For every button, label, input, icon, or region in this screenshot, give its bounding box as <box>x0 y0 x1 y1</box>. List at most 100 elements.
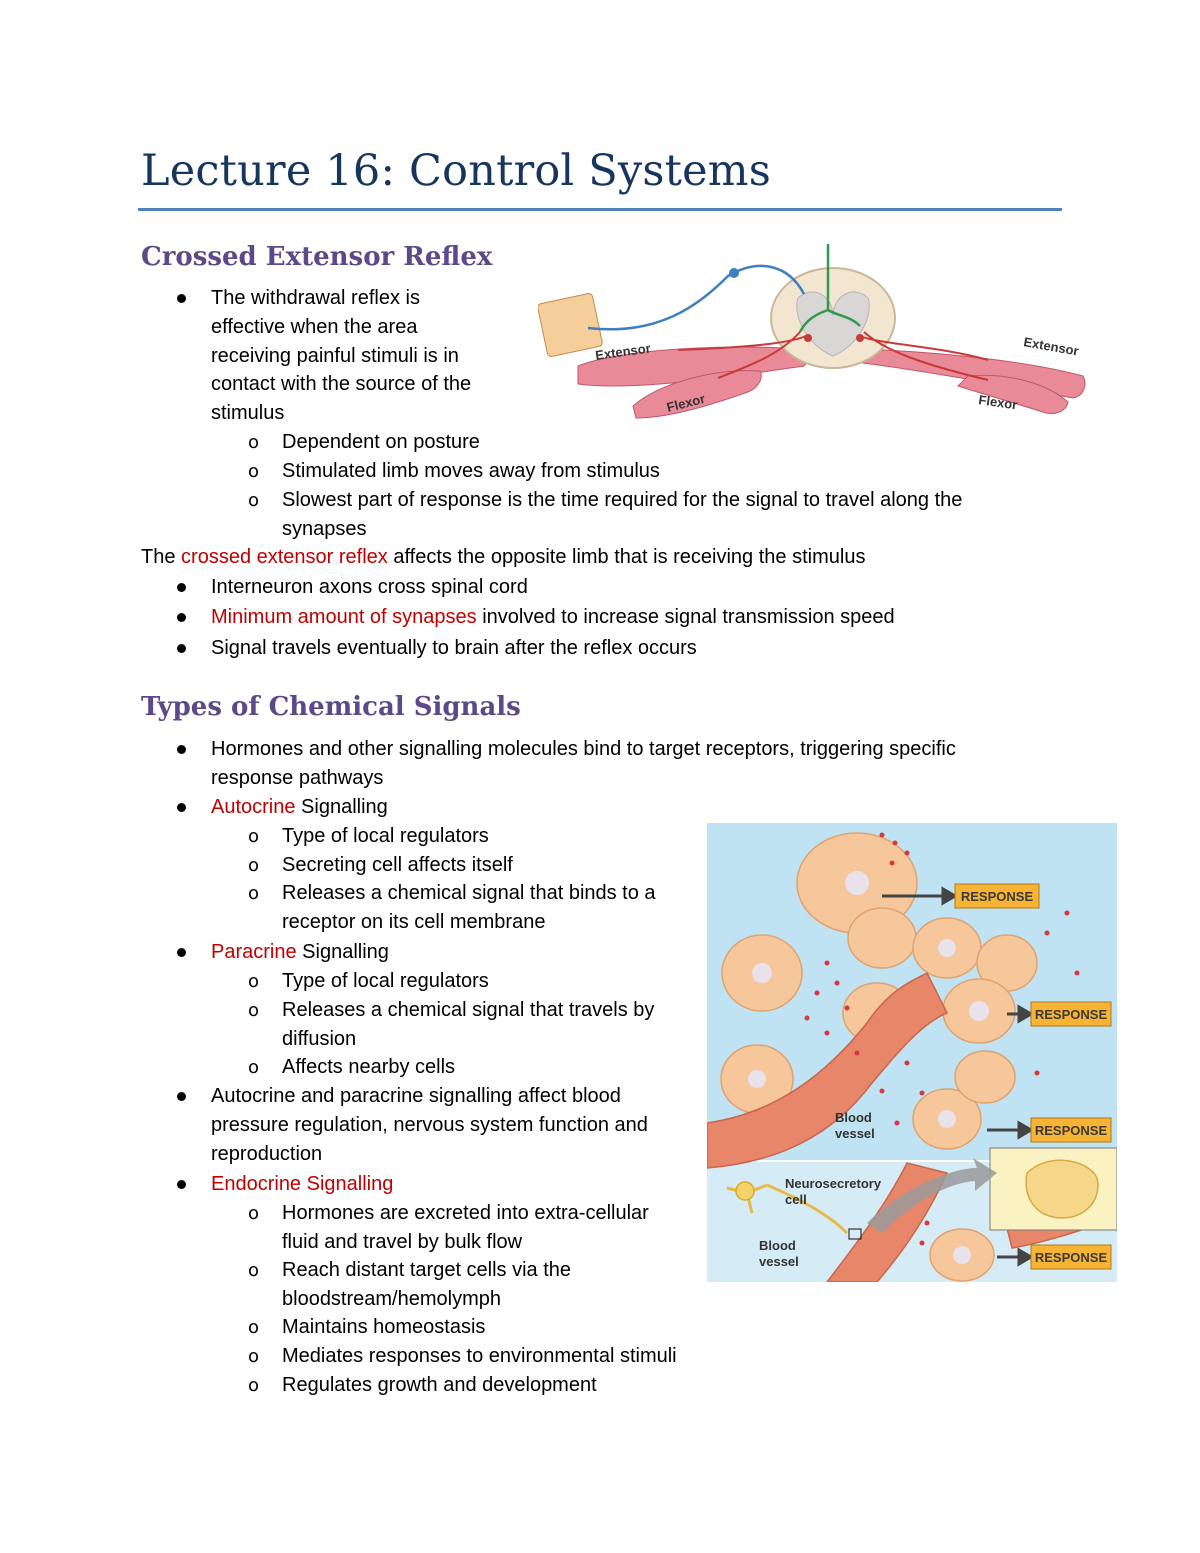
cell-nucleus-group <box>748 871 989 1264</box>
text-line: The withdrawal reflex is <box>211 287 420 309</box>
label-neurosecretory-cell: cell <box>785 1192 807 1207</box>
sub-list-item: Dependent on posture <box>282 431 480 453</box>
text-line: response pathways <box>211 766 384 789</box>
text-span: The <box>141 546 182 568</box>
neuron-body-icon <box>729 268 739 278</box>
label-blood-vessel: Blood <box>835 1110 872 1125</box>
circle-bullet-icon: o <box>248 1260 260 1281</box>
text-line: receiving painful stimuli is in <box>211 344 459 367</box>
synapse-box-icon <box>848 1228 862 1240</box>
circle-bullet-icon: o <box>248 1000 260 1021</box>
title-underline <box>138 208 1062 211</box>
bullet-icon <box>177 948 186 957</box>
circle-bullet-icon: o <box>248 1057 260 1078</box>
sub-list-item: Reach distant target cells via the blood… <box>282 1256 571 1314</box>
text-line: receptor on its cell membrane <box>282 910 546 933</box>
circle-bullet-icon: o <box>248 461 260 482</box>
sub-list-item: Slowest part of response is the time req… <box>282 486 962 544</box>
neuron-body-icon <box>735 1181 755 1201</box>
text-line: Hormones are excreted into extra-cellula… <box>282 1202 649 1224</box>
label-blood-vessel: vessel <box>759 1254 799 1269</box>
bullet-icon <box>177 613 186 622</box>
label-extensor-right: Extensor <box>1022 334 1079 358</box>
bullet-icon <box>177 745 186 754</box>
sub-list-item: Maintains homeostasis <box>282 1316 486 1338</box>
sub-list-item: Regulates growth and development <box>282 1374 597 1396</box>
section-heading-types-of-chemical-signals: Types of Chemical Signals <box>141 692 521 722</box>
text-line: diffusion <box>282 1027 357 1050</box>
text-line: reproduction <box>211 1142 323 1165</box>
highlight-term: crossed extensor reflex <box>181 546 388 568</box>
list-item: Interneuron axons cross spinal cord <box>211 576 528 598</box>
label-blood-vessel: vessel <box>835 1126 875 1141</box>
text-span: involved to increase signal transmission… <box>476 606 895 628</box>
text-line: synapses <box>282 517 367 540</box>
text-line: Releases a chemical signal that binds to… <box>282 882 656 904</box>
blood-vessel-1 <box>707 971 949 1169</box>
sub-list-item: Affects nearby cells <box>282 1056 456 1078</box>
list-item: Signal travels eventually to brain after… <box>211 637 697 659</box>
sensory-neuron <box>587 264 806 331</box>
list-item: Hormones and other signalling molecules … <box>211 735 956 793</box>
label-blood-vessel: Blood <box>759 1238 796 1253</box>
label-neurosecretory-cell: Neurosecretory <box>785 1176 882 1191</box>
circle-bullet-icon: o <box>248 432 260 453</box>
text-line: Slowest part of response is the time req… <box>282 489 963 511</box>
text-line: pressure regulation, nervous system func… <box>211 1113 648 1136</box>
paragraph: The crossed extensor reflex affects the … <box>141 543 865 572</box>
response-label: RESPONSE <box>1035 1123 1108 1138</box>
bullet-icon <box>177 644 186 653</box>
sub-list-item: Hormones are excreted into extra-cellula… <box>282 1199 649 1257</box>
flexor-muscle-left <box>632 370 762 419</box>
circle-bullet-icon: o <box>248 855 260 876</box>
text-span: Signalling <box>296 941 389 963</box>
skin-icon <box>538 293 603 357</box>
label-flexor-right: Flexor <box>978 392 1019 412</box>
list-item: Autocrine Signalling <box>211 793 388 822</box>
motor-neuron-right <box>859 331 989 381</box>
bullet-icon <box>177 803 186 812</box>
sub-list-item: Stimulated limb moves away from stimulus <box>282 460 660 482</box>
bullet-icon <box>177 583 186 592</box>
response-label: RESPONSE <box>1035 1250 1108 1265</box>
neuron-body-icon <box>804 334 812 342</box>
text-line: bloodstream/hemolymph <box>282 1287 501 1310</box>
sub-list-item: Mediates responses to environmental stim… <box>282 1345 677 1367</box>
sub-list-item: Releases a chemical signal that binds to… <box>282 879 656 937</box>
page-title: Lecture 16: Control Systems <box>141 146 772 196</box>
transport-arrow <box>867 1158 997 1233</box>
bullet-icon <box>177 1092 186 1101</box>
text-line: Autocrine and paracrine signalling affec… <box>211 1085 621 1107</box>
list-item: Endocrine Signalling <box>211 1173 394 1195</box>
gray-matter <box>796 291 870 357</box>
response-boxes <box>954 883 1112 1270</box>
text-line: Reach distant target cells via the <box>282 1259 572 1281</box>
highlight-term: Autocrine <box>211 796 296 818</box>
section-heading-crossed-extensor-reflex: Crossed Extensor Reflex <box>141 242 493 272</box>
circle-bullet-icon: o <box>248 1203 260 1224</box>
text-line: fluid and travel by bulk flow <box>282 1230 523 1253</box>
text-line: contact with the source of the <box>211 373 472 396</box>
sub-list-item: Secreting cell affects itself <box>282 854 513 876</box>
bullet-icon <box>177 294 186 303</box>
crossed-extensor-reflex-figure: Extensor Flexor Extensor Flexor <box>538 244 1086 419</box>
list-item: Autocrine and paracrine signalling affec… <box>211 1082 648 1168</box>
neuron-body-icon <box>856 334 864 342</box>
text-line: stimulus <box>211 402 285 425</box>
circle-bullet-icon: o <box>248 883 260 904</box>
circle-bullet-icon: o <box>248 490 260 511</box>
list-item: Paracrine Signalling <box>211 938 389 967</box>
sub-list-item: Type of local regulators <box>282 970 489 992</box>
text-line: Hormones and other signalling molecules … <box>211 738 956 760</box>
response-label: RESPONSE <box>961 889 1034 904</box>
circle-bullet-icon: o <box>248 1346 260 1367</box>
bullet-icon <box>177 1180 186 1189</box>
response-label: RESPONSE <box>1035 1007 1108 1022</box>
sub-list-item: Releases a chemical signal that travels … <box>282 996 654 1054</box>
sub-list-item: Type of local regulators <box>282 825 489 847</box>
highlight-term: Paracrine <box>211 941 297 963</box>
flexor-muscle-right <box>957 374 1069 415</box>
text-line: Releases a chemical signal that travels … <box>282 999 655 1021</box>
text-span: affects the opposite limb that is receiv… <box>387 546 866 568</box>
motor-neuron-left <box>677 331 807 379</box>
